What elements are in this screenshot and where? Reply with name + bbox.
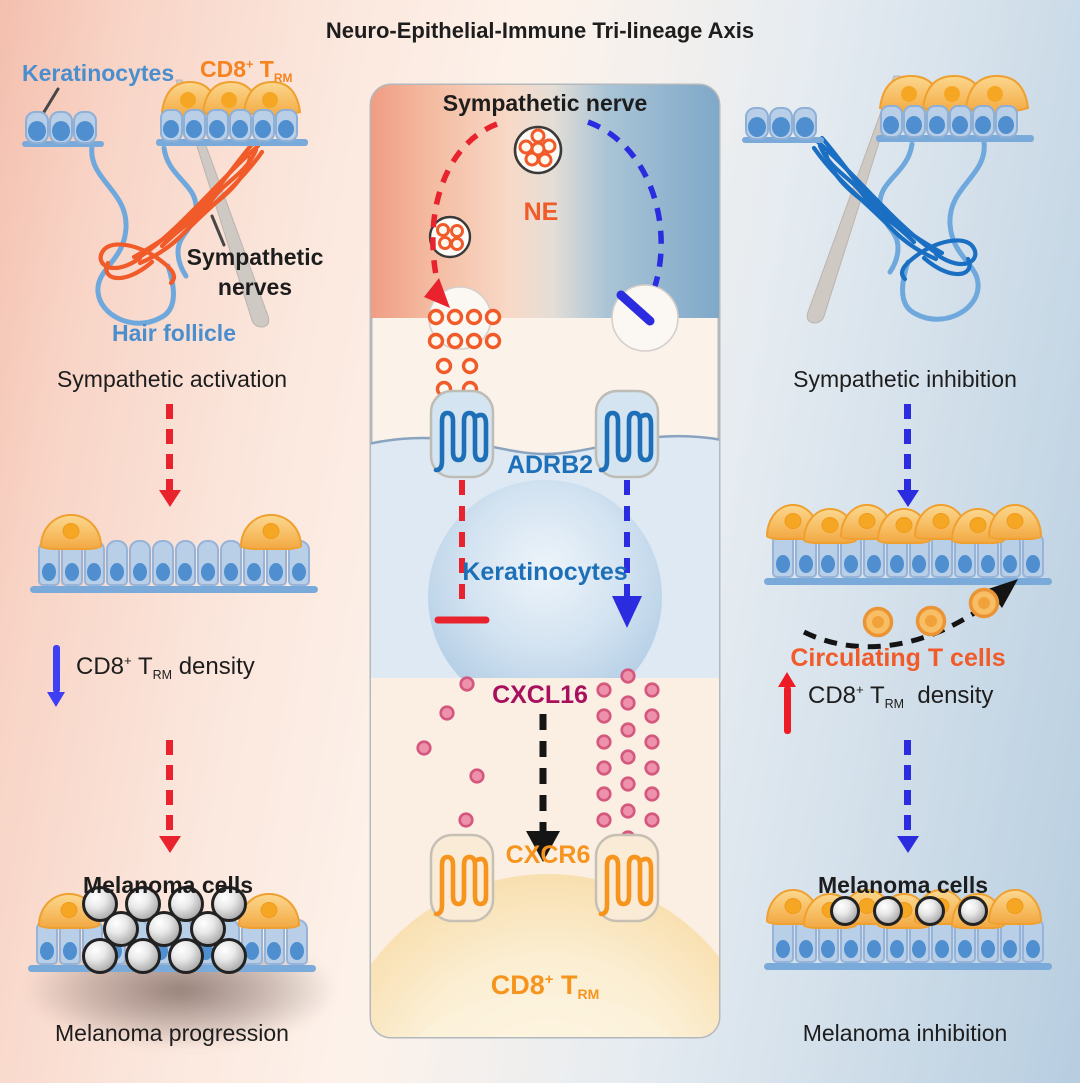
melanoma-cell <box>958 896 988 926</box>
epidermis-small-strip <box>22 111 104 147</box>
cxcl16-label: CXCL16 <box>492 681 588 709</box>
keratinocyte-row <box>772 917 1044 963</box>
melanoma-progression-label: Melanoma progression <box>55 1020 289 1046</box>
inhibition-tbar <box>616 290 655 326</box>
epithelium-strip-left-mid <box>30 512 318 593</box>
keratinocyte-cell-body <box>428 480 662 714</box>
circulating-tcells-graphic <box>802 579 1018 650</box>
keratinocyte-cell <box>129 540 151 586</box>
mechanism-panel <box>369 83 721 1039</box>
melanoma-cell <box>873 896 903 926</box>
sympathetic-nerves-pointer-line <box>210 214 226 247</box>
sympathetic-inhibition-label: Sympathetic inhibition <box>793 366 1017 392</box>
epidermis-trm-strip-right <box>876 74 1034 142</box>
nerve-terminal-zone <box>371 85 719 318</box>
hair-follicle-outline <box>89 143 176 326</box>
melanoma-cells-label-left: Melanoma cells <box>82 872 254 898</box>
epithelium-strip-right-bottom <box>764 889 1052 970</box>
basement-membrane <box>28 965 316 972</box>
epithelium-strip-left-bottom <box>28 886 316 974</box>
basement-membrane <box>764 578 1052 585</box>
activation-flow-arrow-2 <box>166 740 173 836</box>
epidermis-small-strip-right <box>742 107 824 143</box>
keratinocyte-cell <box>220 540 242 586</box>
ne-molecules <box>427 308 502 398</box>
keratinocytes-label-left: Keratinocytes <box>22 60 175 86</box>
melanoma-cell <box>830 896 860 926</box>
adrb2-receptor-left <box>429 389 495 479</box>
trm-cell <box>40 514 102 550</box>
cd8-trm-cell-body <box>371 874 719 1037</box>
melanoma-cell <box>211 938 247 974</box>
trm-density-decrease-label: CD8+ TRM density <box>76 653 255 682</box>
sympathetic-nerve-label: Sympathetic nerve <box>442 90 648 116</box>
adrb2-receptor-right <box>594 389 660 479</box>
keratinocyte-cell <box>151 540 174 586</box>
cxcr6-receptor-right <box>594 833 660 923</box>
circulating-tcells-label: Circulating T cells <box>790 644 1006 672</box>
homing-arrowhead <box>988 579 1018 608</box>
sympathetic-nerve-coil <box>98 139 265 286</box>
keratinocyte-row <box>38 540 310 586</box>
melanoma-cells-label-right: Melanoma cells <box>817 872 989 898</box>
melanoma-cell <box>168 938 204 974</box>
cxcl16-molecules <box>416 668 660 846</box>
hair-follicle-illustration-right <box>742 74 1034 324</box>
hair-follicle-label: Hair follicle <box>112 320 236 346</box>
melanoma-cell <box>125 938 161 974</box>
keratinocytes-label-center: Keratinocytes <box>462 558 628 586</box>
sympathetic-nerves-label: Sympathetic nerves <box>186 244 324 300</box>
melanoma-cell <box>82 938 118 974</box>
adrb2-activation-arrowhead <box>612 596 642 628</box>
melanoma-cell <box>915 896 945 926</box>
cd8-trm-label-left: CD8+ TRM <box>200 56 293 85</box>
melanoma-inhibition-label: Melanoma inhibition <box>802 1020 1008 1046</box>
adrb2-label: ADRB2 <box>506 451 594 479</box>
density-increase-arrow <box>784 686 791 734</box>
cxcr6-receptor-left <box>429 833 495 923</box>
epidermis-trm-strip <box>156 80 308 146</box>
epithelium-strip-right-mid <box>764 504 1052 585</box>
hair-follicle-illustration-left <box>22 79 308 328</box>
ne-label: NE <box>523 198 559 226</box>
ne-vesicle-large <box>513 125 563 175</box>
activation-flow-arrow-1 <box>166 404 173 490</box>
basement-membrane <box>30 586 318 593</box>
figure-title: Neuro-Epithelial-Immune Tri-lineage Axis <box>325 18 755 43</box>
inhibition-flow-arrow-2 <box>904 740 911 836</box>
cxcl16-signal-arrowhead <box>526 831 560 862</box>
ne-vesicle-small <box>428 215 472 259</box>
trm-cell <box>988 889 1042 925</box>
cxcr6-label: CXCR6 <box>505 841 591 869</box>
activation-arc-arrowhead <box>424 278 450 308</box>
sympathetic-nerve-coil-blue <box>811 135 978 282</box>
circulating-tcell-icons <box>862 587 1000 638</box>
basement-membrane <box>764 963 1052 970</box>
keratinocyte-cell <box>174 540 197 586</box>
keratinocyte-cell <box>106 540 128 586</box>
inhibition-arc <box>587 119 664 287</box>
inhibition-flow-arrow-1 <box>904 404 911 490</box>
keratinocyte-cell <box>197 540 219 586</box>
trm-density-increase-label: CD8+ TRM density <box>808 682 994 711</box>
activation-arc-arrow <box>430 121 499 297</box>
trm-cell <box>988 504 1042 540</box>
cd8-trm-label-center: CD8+ TRM <box>490 970 600 1003</box>
trm-cell <box>240 514 302 550</box>
follicle-art <box>22 79 308 328</box>
density-decrease-arrow <box>53 645 60 693</box>
keratinocytes-pointer-line <box>42 87 60 114</box>
sympathetic-activation-label: Sympathetic activation <box>56 366 288 392</box>
